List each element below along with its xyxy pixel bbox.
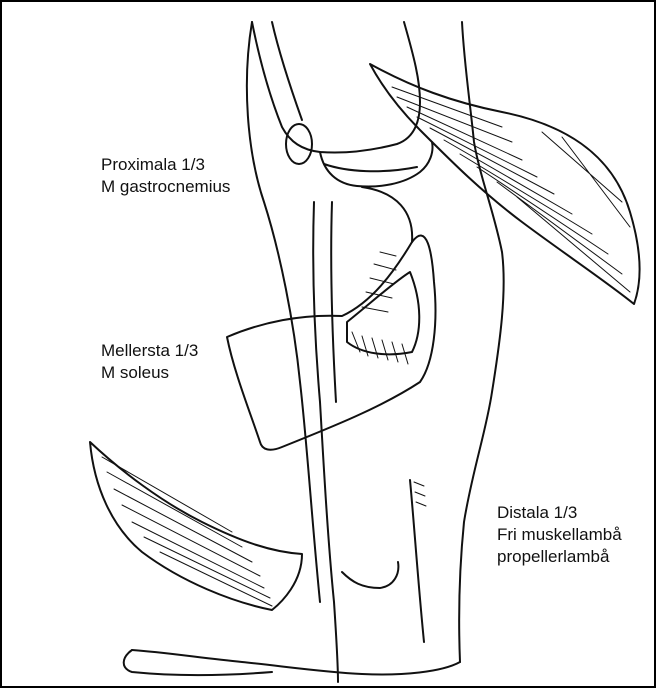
patella	[286, 124, 312, 164]
tibia-anterior	[313, 202, 338, 682]
label-proximal-third: Proximala 1/3 M gastrocnemius	[101, 154, 230, 198]
gastrocnemius-striations	[392, 87, 630, 292]
free-flap-striations	[102, 457, 272, 606]
label-distal-line1: Distala 1/3	[497, 502, 622, 524]
anterior-leg-outline	[247, 22, 320, 602]
label-middle-third: Mellersta 1/3 M soleus	[101, 340, 198, 384]
foot-outline	[132, 650, 460, 675]
label-distal-line3: propellerlambå	[497, 546, 622, 568]
free-muscle-flap	[90, 442, 302, 610]
label-proximal-line2: M gastrocnemius	[101, 176, 230, 198]
gastrocnemius-flap	[370, 64, 640, 304]
ankle-bone	[342, 562, 398, 588]
label-distal-third: Distala 1/3 Fri muskellambå propellerlam…	[497, 502, 622, 568]
tibia-posterior	[362, 187, 412, 242]
femur-shaft-line	[272, 22, 302, 120]
label-middle-line2: M soleus	[101, 362, 198, 384]
label-middle-line1: Mellersta 1/3	[101, 340, 198, 362]
label-distal-line2: Fri muskellambå	[497, 524, 622, 546]
knee-joint-line	[324, 164, 417, 171]
distal-tendon-strip	[414, 482, 426, 506]
tibia-inner	[331, 202, 336, 402]
label-proximal-line1: Proximala 1/3	[101, 154, 230, 176]
soleus-striations	[352, 252, 408, 364]
